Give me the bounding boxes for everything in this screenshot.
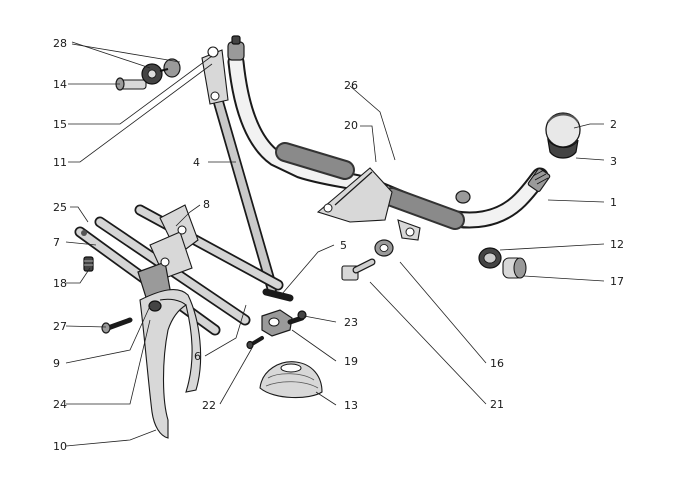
label-25: 25 xyxy=(53,201,67,214)
spring-18 xyxy=(83,256,94,272)
knob xyxy=(545,112,581,159)
label-15: 15 xyxy=(53,118,67,131)
pin-assembly xyxy=(115,58,181,91)
screw-22 xyxy=(246,336,264,350)
label-14: 14 xyxy=(53,78,67,91)
label-24: 24 xyxy=(53,398,67,411)
cross-pin xyxy=(262,288,294,302)
ring-16 xyxy=(374,239,394,257)
label-21: 21 xyxy=(490,398,504,411)
nut-26 xyxy=(455,190,471,204)
selector-fork xyxy=(139,289,202,439)
bushing xyxy=(502,257,527,279)
label-17: 17 xyxy=(610,275,624,288)
label-23: 23 xyxy=(344,316,358,329)
label-12: 12 xyxy=(610,238,624,251)
label-1: 1 xyxy=(610,196,617,209)
rubber-boot xyxy=(259,361,323,399)
callout-labels: 28 14 15 11 4 26 20 2 3 1 12 17 5 8 25 7… xyxy=(53,37,624,453)
label-4: 4 xyxy=(193,156,200,169)
label-7: 7 xyxy=(53,236,60,249)
label-5: 5 xyxy=(340,239,347,252)
label-6: 6 xyxy=(194,350,201,363)
screw-27 xyxy=(101,317,133,334)
leader-lines xyxy=(65,41,605,447)
clamp-19 xyxy=(261,309,305,337)
label-8: 8 xyxy=(203,198,210,211)
nut-23 xyxy=(297,310,307,320)
label-28: 28 xyxy=(53,37,67,50)
parts-drawing xyxy=(74,35,581,439)
lever-bracket xyxy=(316,167,421,241)
label-13: 13 xyxy=(344,399,358,412)
label-20: 20 xyxy=(344,119,358,132)
connecting-rod xyxy=(201,46,278,294)
label-26: 26 xyxy=(344,79,358,92)
knurled-ring xyxy=(478,247,502,269)
label-27: 27 xyxy=(53,320,67,333)
label-22: 22 xyxy=(202,399,216,412)
label-10: 10 xyxy=(53,440,67,453)
label-19: 19 xyxy=(344,355,358,368)
label-3: 3 xyxy=(610,155,617,168)
label-16: 16 xyxy=(490,357,504,370)
label-11: 11 xyxy=(53,156,67,169)
label-9: 9 xyxy=(53,357,60,370)
label-2: 2 xyxy=(610,118,617,131)
label-18: 18 xyxy=(53,277,67,290)
bolt-21 xyxy=(341,258,376,281)
lever-thread-end xyxy=(527,167,551,193)
